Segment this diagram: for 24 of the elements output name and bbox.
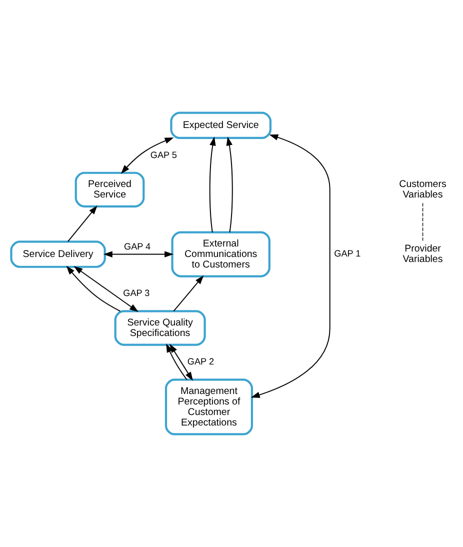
node-box: External Communications to Customers bbox=[171, 231, 270, 278]
arrow bbox=[74, 266, 138, 312]
node-box: Service Delivery bbox=[10, 240, 106, 268]
node-box: Service Quality Specifications bbox=[114, 310, 206, 346]
edge-label: GAP 1 bbox=[334, 248, 361, 259]
edge-label: GAP 5 bbox=[150, 150, 177, 160]
arrow bbox=[120, 137, 174, 174]
arrow bbox=[250, 134, 330, 398]
node-box: Management Perceptions of Customer Expectations bbox=[164, 378, 253, 436]
label: Customers Variables bbox=[399, 179, 446, 200]
edge-label: GAP 2 bbox=[187, 356, 214, 367]
node-box: Expected Service bbox=[170, 112, 272, 139]
arrow bbox=[67, 206, 98, 242]
label: Provider Variables bbox=[402, 244, 443, 266]
arrow bbox=[226, 136, 233, 233]
arrow bbox=[66, 266, 121, 312]
node-box: Perceived Service bbox=[74, 172, 145, 208]
arrow bbox=[173, 275, 204, 312]
arrow bbox=[166, 343, 188, 380]
arrow bbox=[170, 344, 193, 381]
arrow bbox=[103, 251, 174, 258]
edge-label: GAP 3 bbox=[123, 288, 150, 298]
arrow bbox=[209, 136, 216, 233]
edge-label: GAP 4 bbox=[124, 242, 151, 252]
